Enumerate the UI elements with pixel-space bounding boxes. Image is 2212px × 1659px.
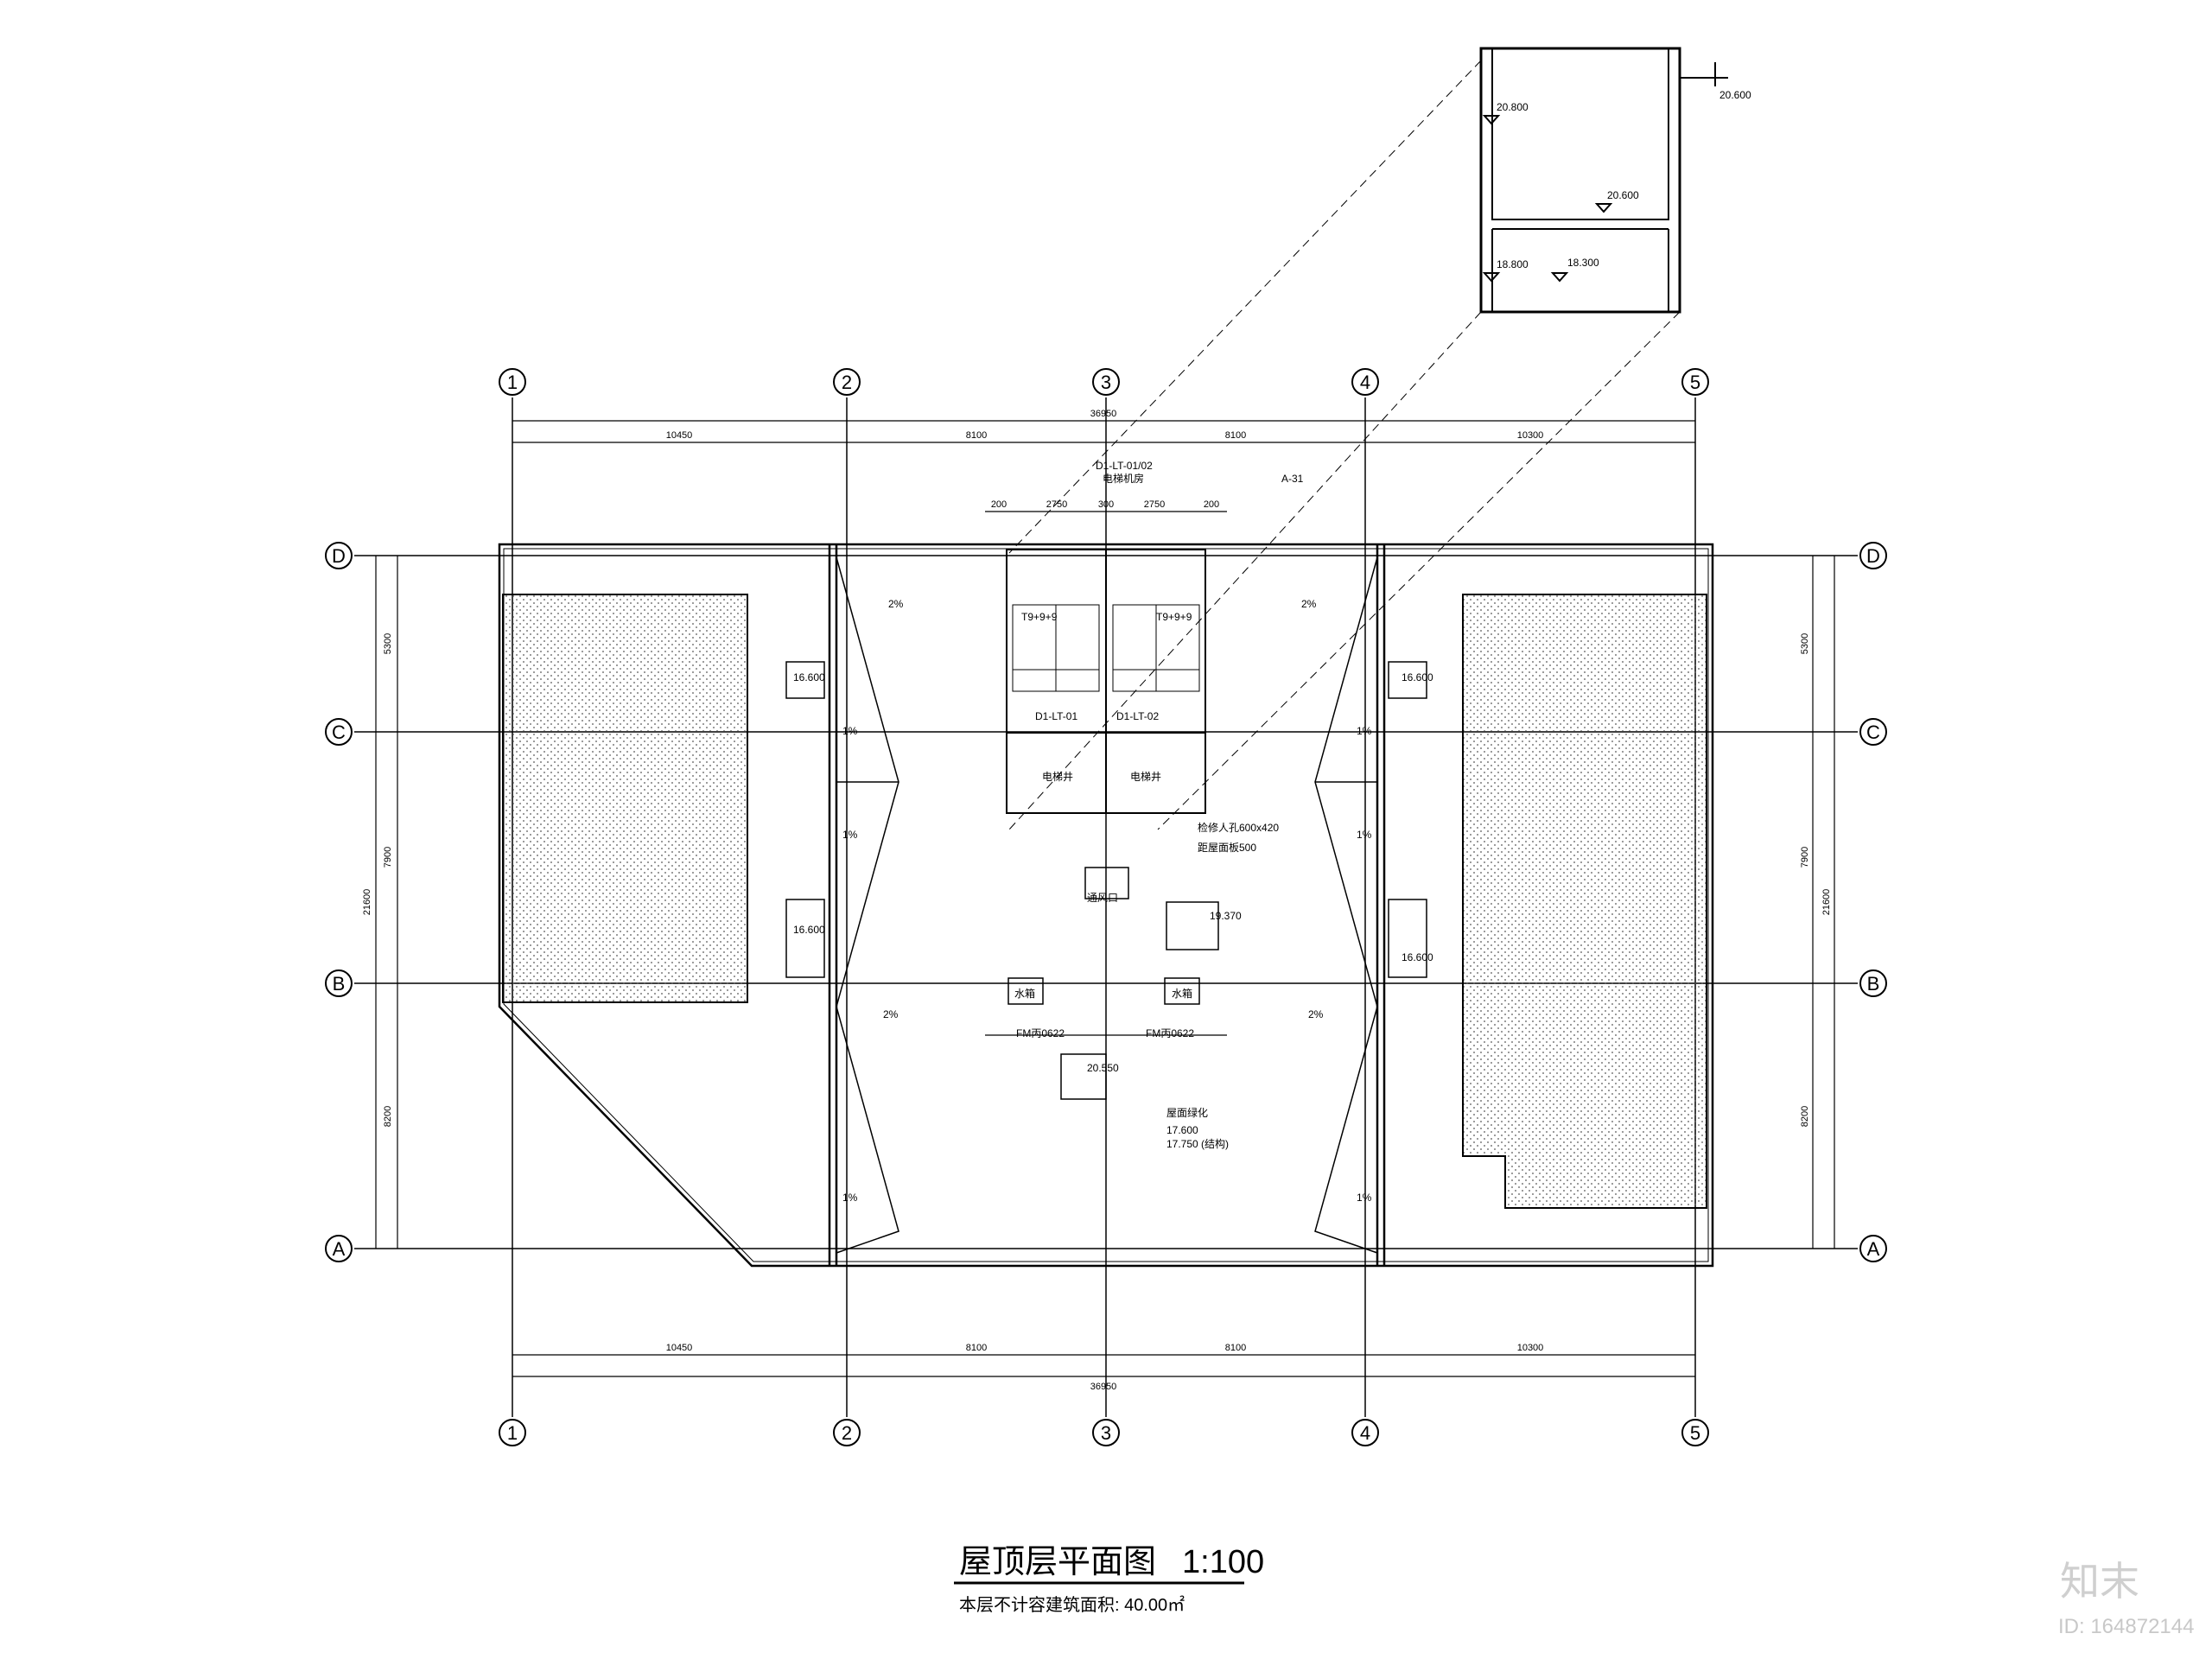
column-axis-bubbles-top [499,368,1709,396]
slope-right-3: 1% [1357,1192,1372,1204]
callout-ref: D1-LT-01/02 [1096,460,1153,472]
dim-bay-4-top: 10300 [1517,430,1544,441]
axis-3-bottom: 3 [1101,1422,1111,1444]
dim-core-top-1: 200 [991,499,1007,510]
roof-level: 17.600 [1166,1124,1198,1136]
axis-A-right: A [1867,1238,1880,1260]
shaft-left-label: 电梯井 [1042,771,1073,783]
level-right-top: 16.600 [1402,671,1433,683]
vent-label: 通风口 [1087,892,1118,904]
fm-left-label: FM丙0622 [1016,1027,1065,1039]
detail-level-low-right: 18.300 [1567,257,1599,269]
dim-core-top-3: 300 [1098,499,1114,510]
dim-right-row-3: 8200 [1800,1106,1810,1127]
level-left-bottom: 16.600 [793,924,825,936]
axis-5-top: 5 [1690,372,1700,393]
column-axis-bubbles-bottom [499,1419,1709,1446]
axis-D-left: D [332,545,346,567]
axis-1-top: 1 [507,372,518,393]
roof-detail-view [1479,47,1728,314]
slope-left-2: 1% [842,829,858,841]
hatch-note: 检修人孔600x420 [1198,821,1279,834]
lift-left-label: D1-LT-01 [1035,710,1077,722]
watermark-id: ID: 164872144 [2058,1615,2194,1638]
green-roof-areas [502,594,1707,1209]
callout-note: 电梯机房 [1103,472,1144,485]
dim-right-row-1: 5300 [1800,633,1810,654]
detail-level-mid: 20.600 [1607,189,1639,201]
level-hatch: 20.550 [1087,1062,1119,1074]
axis-3-top: 3 [1101,372,1111,393]
detail-level-low-left: 18.800 [1497,258,1529,270]
dim-bay-2-bottom: 8100 [966,1343,987,1353]
axis-1-bottom: 1 [507,1422,518,1444]
skylight-boxes [785,661,1427,1100]
area-note: 本层不计容建筑面积: 40.00㎡ [959,1594,1185,1615]
axis-C-left: C [332,721,346,743]
dim-left-total: 21600 [362,889,372,916]
watermark-logo: 知末 [2060,1559,2139,1604]
tank-left-label: 水箱 [1014,987,1035,1000]
stair-lift-core [1006,549,1206,814]
slope-right-1: 1% [1357,725,1372,737]
axis-4-top: 4 [1360,372,1370,393]
dim-core-top-4: 2750 [1144,499,1165,510]
detail-projection-lines [1008,60,1681,830]
dim-total-top: 36950 [1090,409,1117,419]
axis-A-left: A [333,1238,346,1260]
dim-total-bottom: 36950 [1090,1382,1117,1392]
dimension-lines [375,420,1835,1377]
stair-left-label: T9+9+9 [1021,611,1058,623]
fm-right-label: FM丙0622 [1146,1027,1194,1039]
axis-B-right: B [1867,973,1880,995]
detail-level-top-left: 20.800 [1497,101,1529,113]
slope-top-left: 2% [888,598,904,610]
dim-left-row-1: 5300 [383,633,393,654]
dim-bay-1-bottom: 10450 [666,1343,693,1353]
slope-left-1: 1% [842,725,858,737]
slope-left-3: 1% [842,1192,858,1204]
dim-left-row-3: 8200 [383,1106,393,1127]
level-vent: 19.370 [1210,910,1242,922]
roof-green-note: 屋面绿化 [1166,1106,1208,1119]
axis-2-bottom: 2 [842,1422,852,1444]
stair-right-label: T9+9+9 [1156,611,1192,623]
roof-ridge-lines [836,556,1378,1254]
slope-top-right: 2% [1301,598,1317,610]
axis-B-left: B [333,973,346,995]
drawing-title: 屋顶层平面图 [959,1544,1156,1580]
dim-right-total: 21600 [1821,889,1832,916]
dim-left-row-2: 7900 [383,847,393,868]
drawing-scale: 1:100 [1182,1544,1264,1580]
axis-4-bottom: 4 [1360,1422,1370,1444]
callout-sheet: A-31 [1281,473,1304,485]
dim-bay-3-bottom: 8100 [1225,1343,1246,1353]
axis-D-right: D [1866,545,1880,567]
axis-C-right: C [1866,721,1880,743]
axis-5-bottom: 5 [1690,1422,1700,1444]
dim-right-row-2: 7900 [1800,847,1810,868]
hatch-note-2: 距屋面板500 [1198,842,1256,854]
row-axis-bubbles-right [1859,542,1887,1262]
roof-struct-level: 17.750 (结构) [1166,1137,1229,1150]
dim-bay-4-bottom: 10300 [1517,1343,1544,1353]
level-right-bottom: 16.600 [1402,951,1433,963]
dim-core-top-5: 200 [1204,499,1219,510]
dim-bay-3-top: 8100 [1225,430,1246,441]
dim-core-top-2: 2750 [1046,499,1067,510]
dim-bay-1-top: 10450 [666,430,693,441]
stair-treads [1055,605,1157,691]
row-axis-bubbles-left [325,542,353,1262]
shaft-right-label: 电梯井 [1130,771,1161,783]
detail-level-top-right: 20.600 [1719,89,1751,101]
slope-right-2: 1% [1357,829,1372,841]
slope-bottom-right: 2% [1308,1008,1324,1020]
level-left-top: 16.600 [793,671,825,683]
tank-right-label: 水箱 [1172,987,1192,1000]
lift-right-label: D1-LT-02 [1116,710,1159,722]
dim-bay-2-top: 8100 [966,430,987,441]
slope-bottom-left: 2% [883,1008,899,1020]
axis-2-top: 2 [842,372,852,393]
